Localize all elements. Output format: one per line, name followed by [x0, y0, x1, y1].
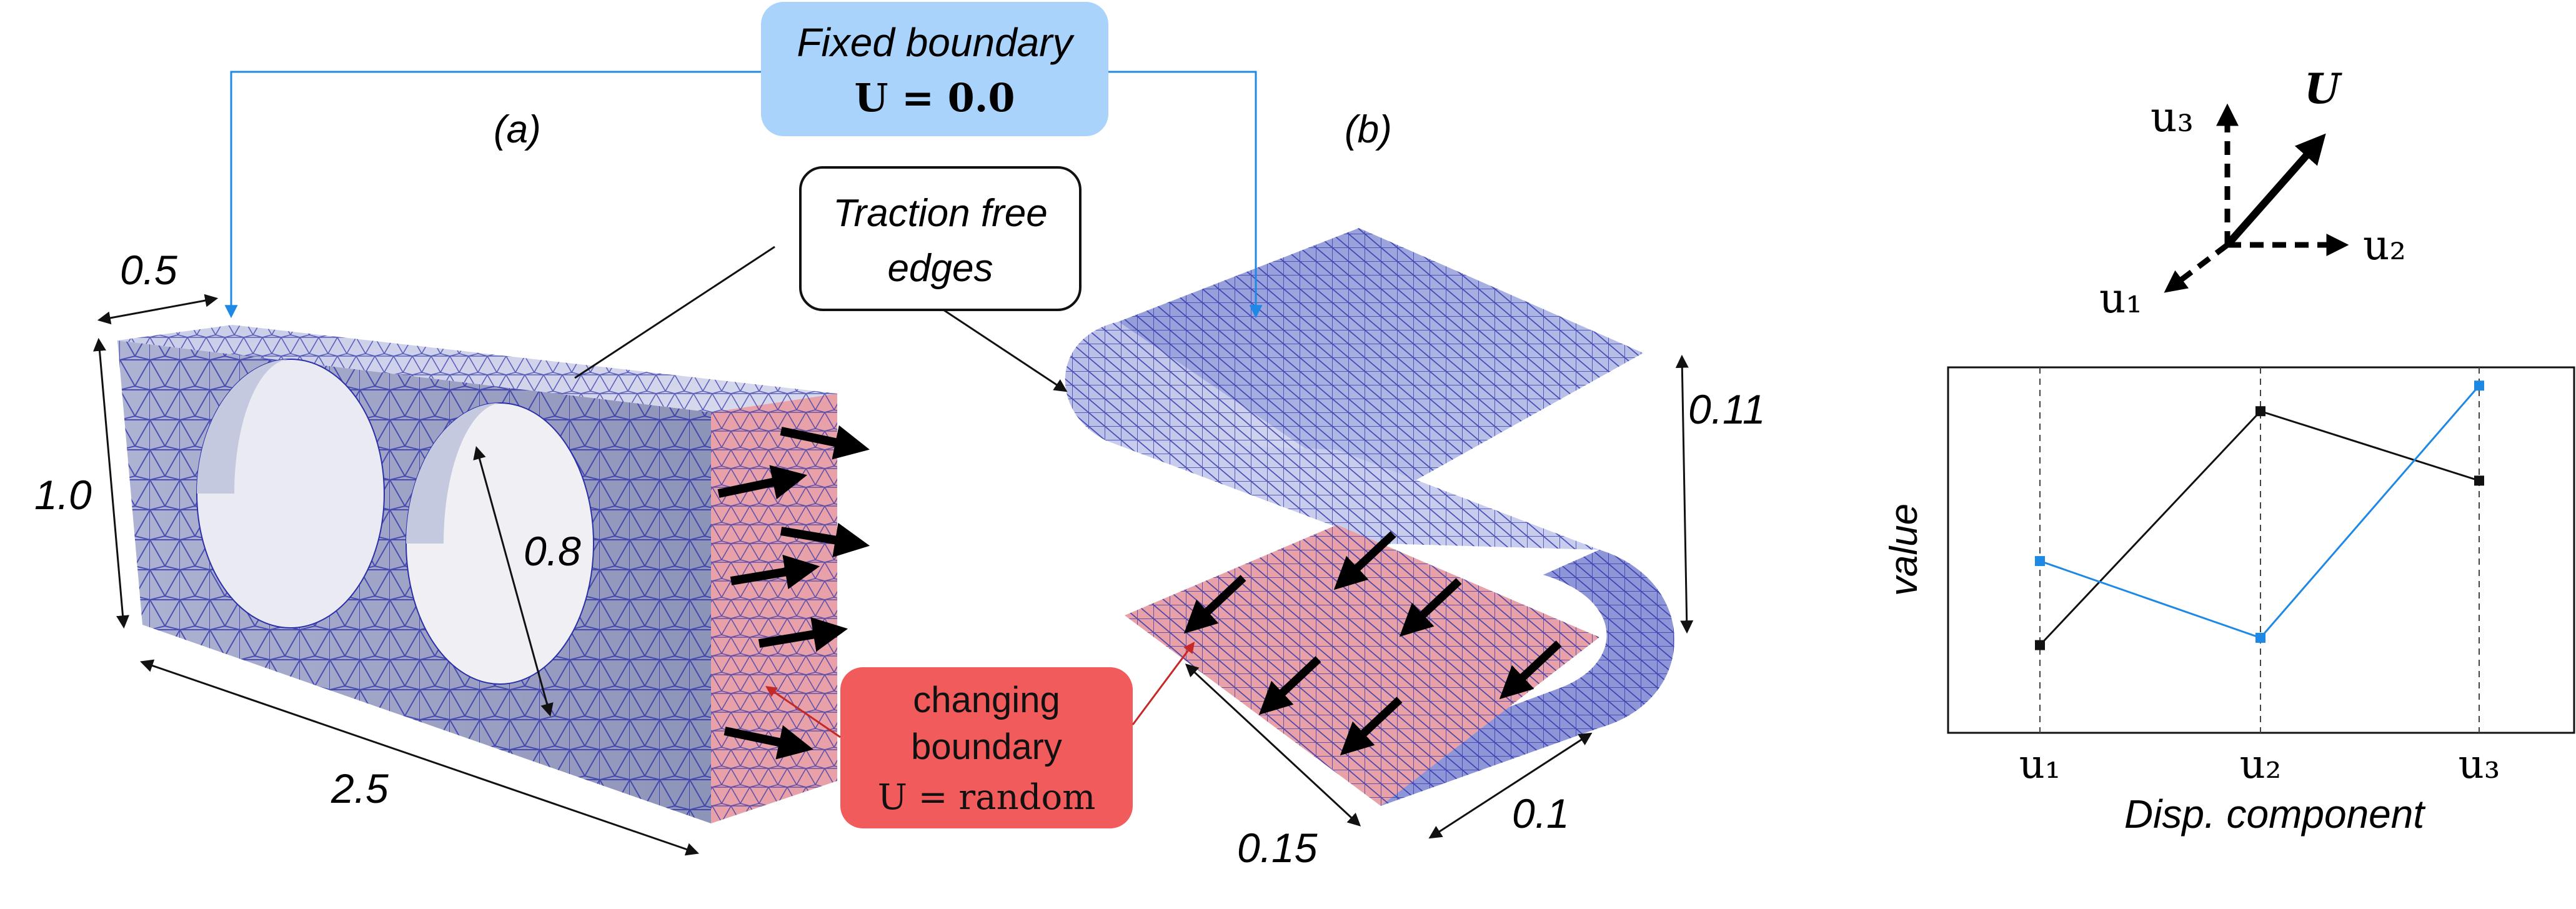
chart-xlabel: Disp. component	[2124, 792, 2425, 837]
dims-a	[93, 294, 699, 856]
changing-line2: boundary	[911, 727, 1062, 767]
axis-u3-label: u₃	[2151, 93, 2194, 141]
chart-point	[2255, 632, 2265, 643]
axis-U-label: U	[2304, 64, 2342, 113]
dims-b	[1185, 354, 1694, 839]
fixed-boundary-title: Fixed boundary	[797, 20, 1075, 65]
parallel-chart: u₁ u₂ u₃ Disp. component value	[1882, 366, 2575, 837]
chart-tick-label: u₃	[2459, 742, 2500, 788]
chart-tick-label: u₁	[2019, 742, 2061, 788]
traction-line2: edges	[888, 247, 993, 290]
dim-b-height: 0.11	[1688, 386, 1766, 432]
panel-a-label: (a)	[494, 108, 541, 151]
dim-b-width: 0.1	[1512, 790, 1569, 837]
dim-a-width: 0.5	[120, 247, 177, 293]
fixed-boundary-eq: U = 0.0	[854, 75, 1015, 121]
chart-point	[2474, 475, 2484, 486]
sheet-b	[1065, 228, 1674, 806]
dim-a-length: 2.5	[331, 765, 389, 812]
changing-boundary-callout: changing boundary U = random	[765, 642, 1195, 828]
chart-point	[2474, 380, 2484, 391]
dim-a-hole: 0.8	[524, 528, 581, 574]
chart-point	[2035, 640, 2045, 650]
panel-b-label: (b)	[1345, 108, 1392, 151]
chart-point	[2255, 406, 2265, 417]
axis-u2-label: u₂	[2363, 221, 2406, 269]
chart-ylabel: value	[1882, 504, 1926, 596]
traction-arrows-a	[717, 425, 870, 760]
dim-b-depth: 0.15	[1237, 825, 1318, 871]
chart-tick-label: u₂	[2240, 742, 2282, 788]
block-a	[117, 325, 837, 823]
chart-point	[2035, 556, 2045, 567]
dim-a-height: 1.0	[34, 472, 92, 518]
axis-u1-label: u₁	[2099, 274, 2142, 322]
fixed-boundary-callout: Fixed boundary U = 0.0	[224, 2, 1263, 319]
axes-icon: u₃ u₂ u₁ U	[2099, 64, 2406, 322]
changing-eq: U = random	[878, 777, 1096, 818]
changing-line1: changing	[913, 680, 1060, 720]
traction-line1: Traction free	[833, 192, 1047, 235]
traction-free-callout: Traction free edges	[574, 166, 1082, 392]
